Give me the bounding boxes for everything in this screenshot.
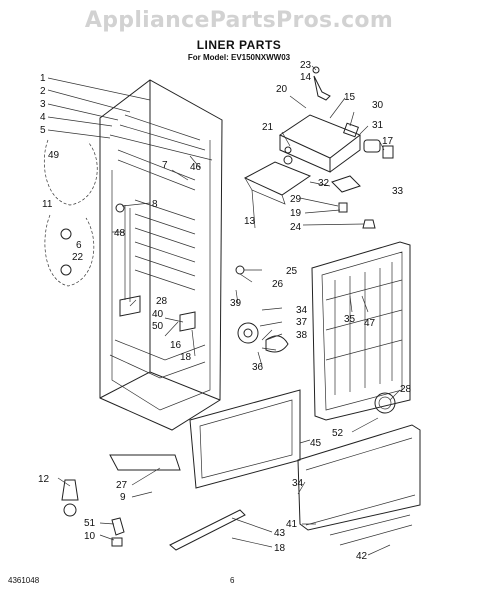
callout-4: 4 <box>40 112 46 123</box>
callout-10: 10 <box>84 531 96 542</box>
callout-37: 37 <box>296 317 308 328</box>
callout-34-upper: 34 <box>296 305 308 316</box>
callout-32: 32 <box>318 178 330 189</box>
callout-27: 27 <box>116 480 128 491</box>
callout-45: 45 <box>310 438 322 449</box>
callout-18-upper: 18 <box>180 352 192 363</box>
callout-33: 33 <box>392 186 404 197</box>
cabinet-liner <box>99 79 223 431</box>
callout-5: 5 <box>40 125 46 136</box>
callout-29: 29 <box>290 194 302 205</box>
callout-28-lower: 28 <box>400 384 412 395</box>
callout-3: 3 <box>40 99 46 110</box>
callout-40: 40 <box>152 309 164 320</box>
callout-36: 36 <box>252 362 264 373</box>
callout-23: 23 <box>300 60 312 71</box>
callout-18-lower: 18 <box>274 543 286 554</box>
callout-25: 25 <box>286 266 298 277</box>
callout-41: 41 <box>286 519 298 530</box>
callout-7: 7 <box>162 160 168 171</box>
lower-panels <box>109 389 421 551</box>
diagram-title: LINER PARTS <box>196 38 282 52</box>
callout-46: 46 <box>190 162 202 173</box>
callout-50: 50 <box>152 321 164 332</box>
callout-2: 2 <box>40 86 46 97</box>
callout-35: 35 <box>344 314 356 325</box>
callout-48: 48 <box>114 228 126 239</box>
footer-code: 4361048 <box>8 576 40 585</box>
callout-31: 31 <box>372 120 384 131</box>
callout-1: 1 <box>40 73 46 84</box>
callout-11: 11 <box>42 199 53 210</box>
callout-6: 6 <box>76 240 82 251</box>
callout-24: 24 <box>290 222 302 233</box>
callout-8: 8 <box>152 199 158 210</box>
small-parts <box>43 139 196 547</box>
watermark: AppliancePartsPros.com <box>84 8 394 33</box>
callout-14: 14 <box>300 72 312 83</box>
callout-34-lower: 34 <box>292 478 304 489</box>
callout-13: 13 <box>244 216 256 227</box>
callout-12: 12 <box>38 474 50 485</box>
callout-42: 42 <box>356 551 368 562</box>
callout-21: 21 <box>262 122 274 133</box>
callout-43: 43 <box>274 528 286 539</box>
rear-panel <box>311 241 411 421</box>
footer-page: 6 <box>230 576 235 585</box>
control-housing <box>243 66 394 229</box>
callout-30: 30 <box>372 100 384 111</box>
callout-51: 51 <box>84 518 96 529</box>
leader-lines <box>47 65 401 556</box>
model-number: For Model: EV150NXWW03 <box>187 53 291 62</box>
callout-16: 16 <box>170 340 182 351</box>
callout-15: 15 <box>344 92 356 103</box>
callout-49: 49 <box>48 150 60 161</box>
callout-28-upper: 28 <box>156 296 168 307</box>
callout-20: 20 <box>276 84 288 95</box>
callout-labels: 1 2 3 4 5 49 11 6 22 7 46 8 48 28 40 50 … <box>38 60 412 562</box>
callout-52: 52 <box>332 428 344 439</box>
callout-9: 9 <box>120 492 126 503</box>
callout-47: 47 <box>364 318 376 329</box>
callout-19: 19 <box>290 208 302 219</box>
callout-17: 17 <box>382 136 394 147</box>
callout-39: 39 <box>230 298 242 309</box>
callout-22: 22 <box>72 252 84 263</box>
callout-26: 26 <box>272 279 284 290</box>
callout-38: 38 <box>296 330 308 341</box>
